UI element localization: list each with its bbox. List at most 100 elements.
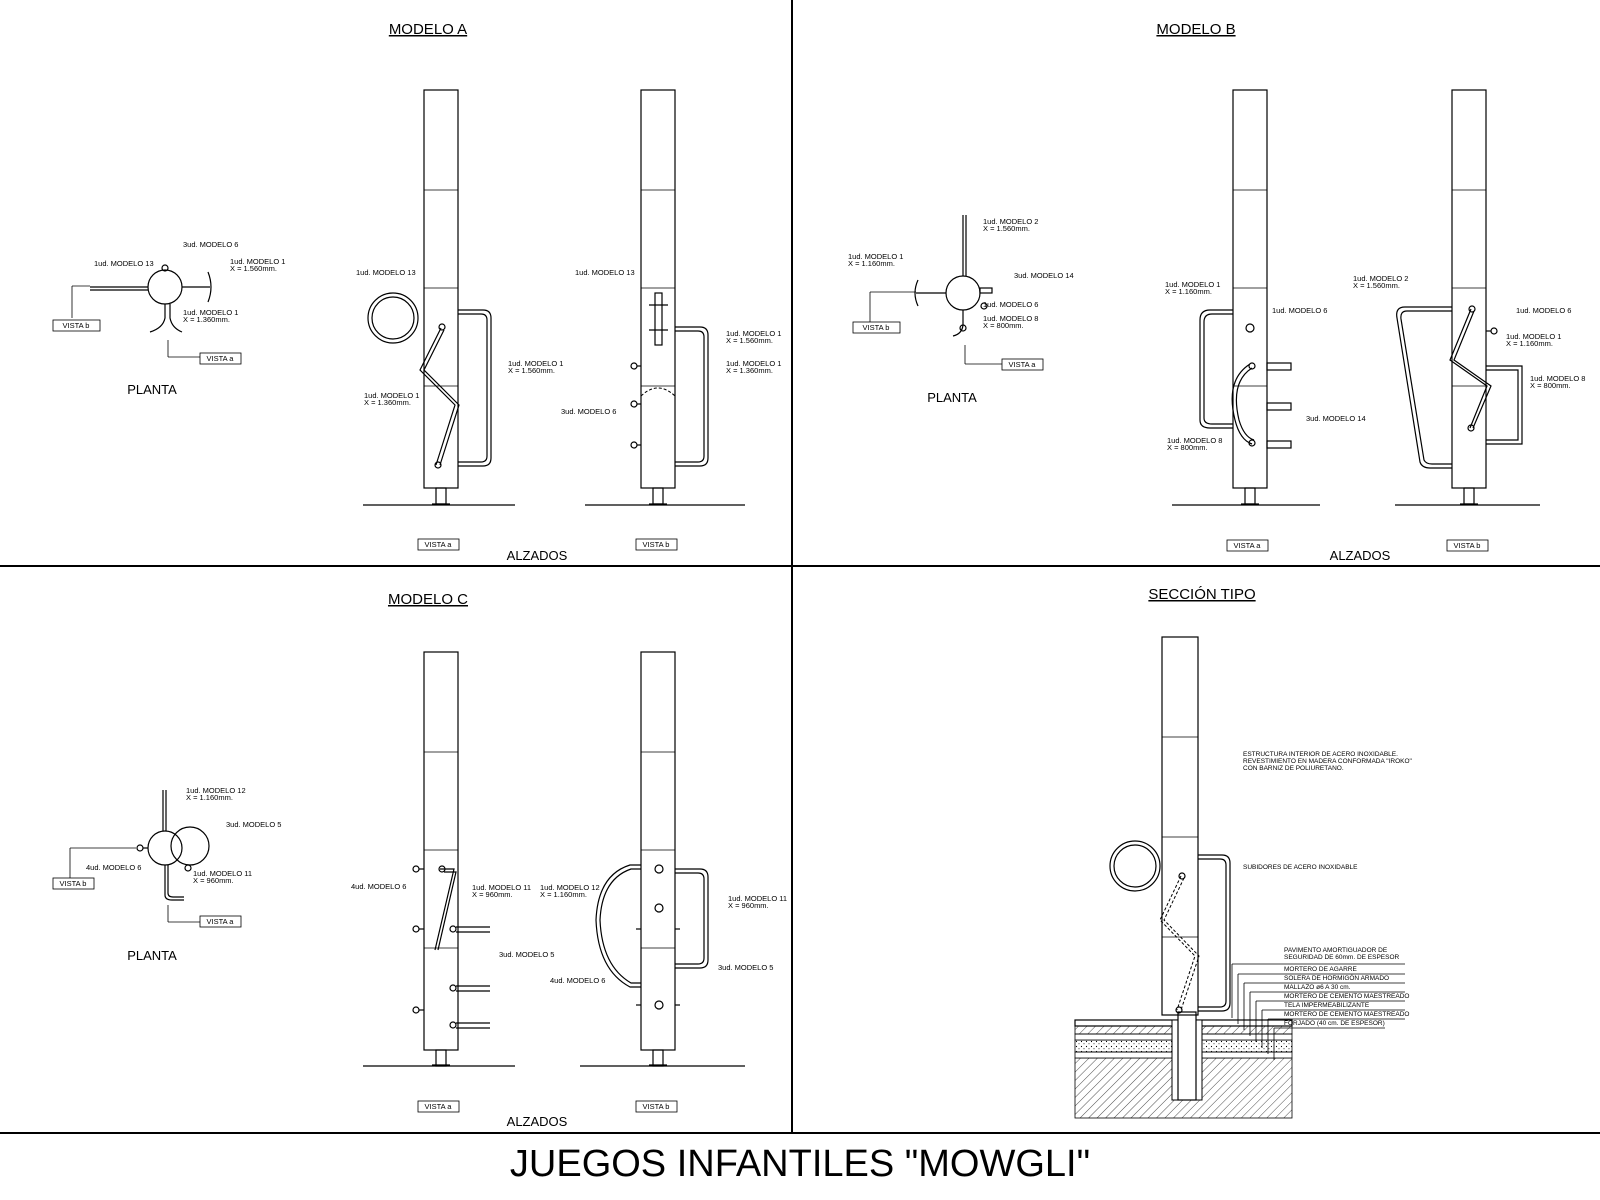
note: X = 800mm.	[1167, 443, 1208, 452]
modelo-b-plan: VISTA b VISTA a 1ud. MODELO 2 X = 1.560m…	[848, 215, 1074, 405]
modelo-c-elevation-a: 4ud. MODELO 6 1ud. MODELO 11 X = 960mm. …	[351, 651, 554, 1113]
vista-b-tag	[52, 319, 101, 332]
seccion-tipo-title: SECCIÓN TIPO	[1148, 586, 1255, 603]
note: X = 1.360mm.	[364, 398, 411, 407]
note: 1ud. MODELO 1	[1165, 280, 1220, 289]
layer-note: MALLAZO ø6 A 30 cm.	[1284, 984, 1351, 991]
vista-a-tag	[417, 1100, 460, 1113]
note: X = 960mm.	[193, 876, 234, 885]
vista-a-tag	[199, 352, 242, 365]
note: 1ud. MODELO 1	[508, 359, 563, 368]
ground-section	[1074, 1011, 1293, 1119]
note: X = 800mm.	[1530, 381, 1571, 390]
vista-b-tag	[635, 1100, 678, 1113]
note: 3ud. MODELO 5	[226, 820, 281, 829]
note: X = 1.360mm.	[726, 366, 773, 375]
modelo-a-plan: VISTA b VISTA a 1ud. MODELO 13 3ud. MODE…	[52, 240, 285, 397]
layer-note: SEGURIDAD DE 60mm. DE ESPESOR	[1284, 954, 1400, 961]
note: 3ud. MODELO 14	[1014, 271, 1074, 280]
modelo-b-elevation-b: 1ud. MODELO 2 X = 1.560mm. 1ud. MODELO 6…	[1353, 89, 1585, 552]
note: X = 1.560mm.	[726, 336, 773, 345]
planta-label: PLANTA	[127, 382, 177, 397]
layer-note: MORTERO DE AGARRE	[1284, 966, 1358, 973]
note: 1ud. MODELO 1	[848, 252, 903, 261]
note: SUBIDORES DE ACERO INOXIDABLE	[1243, 864, 1358, 871]
note: 1ud. MODELO 11	[193, 869, 252, 878]
vista-a-label: VISTA a	[1009, 360, 1037, 369]
modelo-a-panel: MODELO A VISTA b VISTA a 1ud. MODELO 13 …	[52, 21, 781, 563]
note: X = 1.360mm.	[183, 315, 230, 324]
note: X = 1.160mm.	[540, 890, 587, 899]
vista-a-label: VISTA a	[425, 1102, 453, 1111]
note: 3ud. MODELO 14	[1306, 414, 1366, 423]
note: X = 1.560mm.	[230, 264, 277, 273]
vista-b-tag	[852, 321, 901, 334]
modelo-b-elevation-a: 1ud. MODELO 1 X = 1.160mm. 1ud. MODELO 6…	[1165, 89, 1366, 552]
note: 1ud. MODELO 1	[1506, 332, 1561, 341]
vista-b-tag	[52, 877, 95, 890]
vista-b-tag	[635, 538, 678, 551]
modelo-a-elevation-a: 1ud. MODELO 13 1ud. MODELO 1 X = 1.560mm…	[356, 89, 563, 551]
note: 1ud. MODELO 6	[1272, 306, 1327, 315]
vista-b-label: VISTA b	[643, 540, 670, 549]
note: REVESTIMIENTO EN MADERA CONFORMADA "IROK…	[1243, 758, 1413, 765]
note: X = 1.160mm.	[1165, 287, 1212, 296]
planta-label: PLANTA	[127, 948, 177, 963]
post-section	[1109, 636, 1231, 1016]
note: 4ud. MODELO 6	[86, 863, 141, 872]
note: 1ud. MODELO 8	[1530, 374, 1585, 383]
note: 1ud. MODELO 12	[540, 883, 600, 892]
layer-note: MORTERO DE CEMENTO MAESTREADO	[1284, 1011, 1409, 1018]
layer-note: FORJADO (40 cm. DE ESPESOR)	[1284, 1020, 1385, 1027]
section-notes: ESTRUCTURA INTERIOR DE ACERO INOXIDABLE.…	[1243, 751, 1413, 1027]
note: ESTRUCTURA INTERIOR DE ACERO INOXIDABLE.	[1243, 751, 1398, 758]
note: X = 1.560mm.	[508, 366, 555, 375]
note: X = 1.160mm.	[186, 793, 233, 802]
vista-a-tag	[417, 538, 460, 551]
vista-b-label: VISTA b	[643, 1102, 670, 1111]
vista-a-label: VISTA a	[425, 540, 453, 549]
vista-a-tag	[1001, 358, 1044, 371]
seccion-tipo-panel: SECCIÓN TIPO	[1074, 586, 1413, 1119]
modelo-c-panel: MODELO C VISTA b VISTA a 1ud. MODELO 12 …	[52, 591, 787, 1129]
note: 1ud. MODELO 13	[94, 259, 154, 268]
note: 1ud. MODELO 2	[983, 217, 1038, 226]
sheet-frame	[0, 0, 1600, 1134]
layer-note: PAVIMENTO AMORTIGUADOR DE	[1284, 947, 1388, 954]
alzados-label: ALZADOS	[507, 548, 568, 563]
vista-a-label: VISTA a	[1234, 541, 1262, 550]
modelo-c-plan: VISTA b VISTA a 1ud. MODELO 12 X = 1.160…	[52, 786, 281, 963]
note: 4ud. MODELO 6	[550, 976, 605, 985]
vista-b-label: VISTA b	[63, 321, 90, 330]
modelo-b-title: MODELO B	[1156, 21, 1235, 38]
vista-b-label: VISTA b	[60, 879, 87, 888]
note: X = 960mm.	[728, 901, 769, 910]
note: X = 1.560mm.	[983, 224, 1030, 233]
vista-a-label: VISTA a	[207, 917, 235, 926]
vista-a-tag	[1226, 539, 1269, 552]
modelo-c-title: MODELO C	[388, 591, 468, 608]
note: 1ud. MODELO 6	[983, 300, 1038, 309]
note: 4ud. MODELO 6	[351, 882, 406, 891]
note: 1ud. MODELO 1	[364, 391, 419, 400]
note: 1ud. MODELO 13	[575, 268, 635, 277]
modelo-a-title: MODELO A	[389, 21, 467, 38]
note: 3ud. MODELO 6	[183, 240, 238, 249]
modelo-c-elevation-b: 1ud. MODELO 12 X = 1.160mm. 1ud. MODELO …	[540, 651, 787, 1113]
planta-label: PLANTA	[927, 390, 977, 405]
note: 3ud. MODELO 6	[561, 407, 616, 416]
note: 3ud. MODELO 5	[718, 963, 773, 972]
vista-b-label: VISTA b	[863, 323, 890, 332]
vista-a-label: VISTA a	[207, 354, 235, 363]
alzados-label: ALZADOS	[1330, 548, 1391, 563]
note: X = 1.160mm.	[1506, 339, 1553, 348]
note: X = 960mm.	[472, 890, 513, 899]
note: 1ud. MODELO 1	[183, 308, 238, 317]
vista-b-label: VISTA b	[1454, 541, 1481, 550]
vista-b-tag	[1446, 539, 1489, 552]
modelo-a-elevation-b: 1ud. MODELO 13 1ud. MODELO 1 X = 1.560mm…	[561, 89, 781, 551]
layer-note: SOLERA DE HORMIGÓN ARMADO	[1284, 973, 1389, 982]
note: 1ud. MODELO 1	[726, 359, 781, 368]
vista-a-tag	[199, 915, 242, 928]
